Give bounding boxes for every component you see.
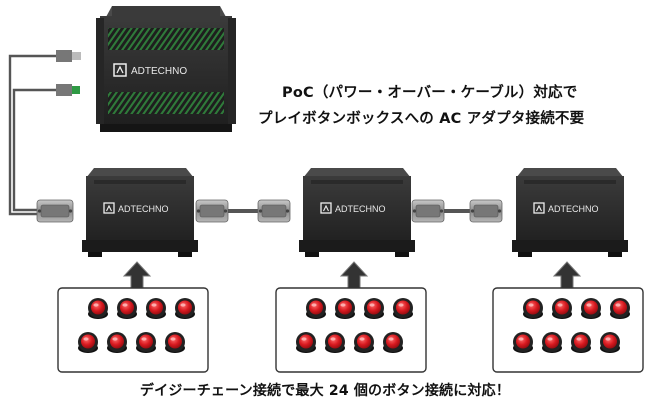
red-push-button [335, 298, 355, 319]
usb-plug-icon [56, 50, 81, 62]
red-push-button [325, 332, 345, 353]
hub-cables [8, 54, 60, 216]
hub-device: ADTECHNO [96, 6, 236, 132]
caption-poc: PoC（パワー・オーバー・ケーブル）対応で [282, 85, 578, 101]
red-push-button [523, 298, 543, 319]
red-push-button [175, 298, 195, 319]
brand-logo: ADTECHNO [533, 202, 599, 214]
connector-in [257, 199, 291, 223]
network-plug-icon [56, 84, 80, 96]
connector-hub-to-box1 [36, 199, 74, 223]
button-group [275, 287, 427, 373]
red-push-button [600, 332, 620, 353]
button-group [57, 287, 209, 373]
brand-label: ADTECHNO [548, 204, 599, 214]
button-box-device: ADTECHNO [82, 168, 198, 257]
chain-links [36, 199, 503, 223]
chain-link-2 [411, 199, 503, 223]
red-push-button [146, 298, 166, 319]
connector-out [195, 199, 229, 223]
red-push-button [78, 332, 98, 353]
brand-label: ADTECHNO [118, 204, 169, 214]
caption-daisy-chain: デイジーチェーン接続で最大 24 個のボタン接続に対応！ [139, 383, 511, 399]
red-push-button [296, 332, 316, 353]
arrow-up-icon [339, 261, 369, 289]
brand-logo: ADTECHNO [113, 63, 187, 77]
button-box-device: ADTECHNO [299, 168, 415, 257]
red-push-button [542, 332, 562, 353]
brand-label: ADTECHNO [335, 204, 386, 214]
red-push-button [552, 298, 572, 319]
red-push-button [513, 332, 533, 353]
button-groups [57, 287, 644, 373]
red-push-button [136, 332, 156, 353]
caption-no-adapter: プレイボタンボックスへの AC アダプタ接続不要 [258, 111, 585, 127]
arrow-up-icon [122, 261, 152, 289]
red-push-button [354, 332, 374, 353]
red-push-button [571, 332, 591, 353]
button-group [492, 287, 644, 373]
brand-logo: ADTECHNO [103, 202, 169, 214]
red-push-button [117, 298, 137, 319]
button-boxes: ADTECHNO ADTECHNO ADTECHNO [82, 168, 628, 257]
arrow-up-icon [552, 261, 582, 289]
connector-out [411, 199, 445, 223]
red-push-button [107, 332, 127, 353]
button-box-device: ADTECHNO [512, 168, 628, 257]
brand-label: ADTECHNO [131, 66, 187, 77]
chain-link-1 [195, 199, 291, 223]
up-arrows [122, 261, 582, 289]
red-push-button [610, 298, 630, 319]
red-push-button [88, 298, 108, 319]
red-push-button [393, 298, 413, 319]
red-push-button [306, 298, 326, 319]
red-push-button [383, 332, 403, 353]
connector-in [469, 199, 503, 223]
brand-logo: ADTECHNO [320, 202, 386, 214]
red-push-button [581, 298, 601, 319]
red-push-button [165, 332, 185, 353]
red-push-button [364, 298, 384, 319]
